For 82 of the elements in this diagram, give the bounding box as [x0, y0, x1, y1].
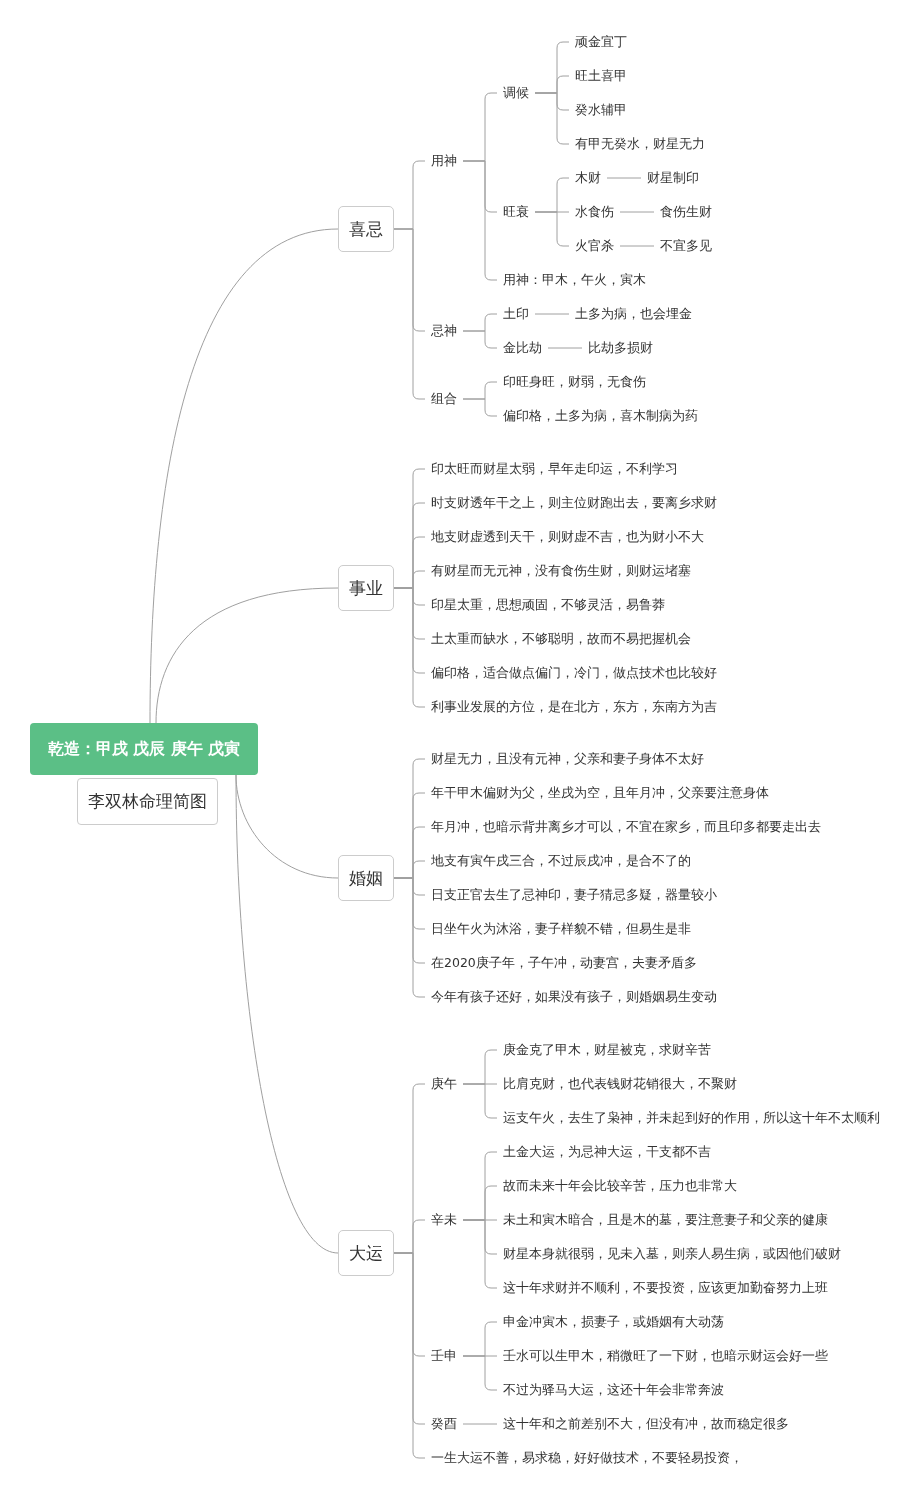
branch-text: 日支正官去生了忌神印，妻子猜忌多疑，器量较小 — [425, 886, 723, 904]
connector-line — [462, 330, 498, 349]
branch-text: 金比劫 — [497, 339, 548, 357]
branch-text: 组合 — [425, 390, 463, 408]
branch-text: 土金大运，为忌神大运，干支都不吉 — [497, 1143, 717, 1161]
connector-line — [606, 177, 642, 179]
connector-line — [462, 1219, 498, 1289]
branch-text: 食伤生财 — [654, 203, 718, 221]
branch-text: 火官杀 — [569, 237, 620, 255]
connector-line — [155, 587, 339, 724]
branch-text: 偏印格，土多为病，喜木制病为药 — [497, 407, 704, 425]
connector-line — [393, 587, 426, 708]
topic-box: 事业 — [338, 565, 394, 611]
branch-text: 癸水辅甲 — [569, 101, 633, 119]
branch-text: 旺衰 — [497, 203, 535, 221]
branch-text: 这十年求财并不顺利，不要投资，应该更加勤奋努力上班 — [497, 1279, 834, 1297]
connector-line — [462, 398, 498, 417]
branch-text: 日坐午火为沐浴，妻子样貌不错，但易生是非 — [425, 920, 697, 938]
branch-text: 庚午 — [425, 1075, 463, 1093]
branch-text: 旺土喜甲 — [569, 67, 633, 85]
branch-text: 比肩克财，也代表钱财花销很大，不聚财 — [497, 1075, 743, 1093]
branch-text: 用神 — [425, 152, 463, 170]
branch-text: 比劫多损财 — [582, 339, 659, 357]
branch-text: 有甲无癸水，财星无力 — [569, 135, 711, 153]
connector-line — [235, 774, 339, 1254]
branch-text: 忌神 — [425, 322, 463, 340]
branch-text: 壬申 — [425, 1347, 463, 1365]
connector-line — [534, 92, 570, 145]
branch-text: 顽金宜丁 — [569, 33, 633, 51]
branch-text: 庚金克了甲木，财星被克，求财辛苦 — [497, 1041, 717, 1059]
branch-text: 癸酉 — [425, 1415, 463, 1433]
branch-text: 财星制印 — [641, 169, 705, 187]
connector-line — [462, 1423, 498, 1425]
topic-box: 喜忌 — [338, 206, 394, 252]
topic-box: 婚姻 — [338, 855, 394, 901]
branch-text: 时支财透年干之上，则主位财跑出去，要离乡求财 — [425, 494, 723, 512]
branch-text: 土太重而缺水，不够聪明，故而不易把握机会 — [425, 630, 697, 648]
connector-line — [462, 1083, 498, 1119]
branch-text: 这十年和之前差别不大，但没有冲，故而稳定很多 — [497, 1415, 795, 1433]
branch-text: 壬水可以生甲木，稍微旺了一下财，也暗示财运会好一些 — [497, 1347, 834, 1365]
branch-text: 财星本身就很弱，见未入墓，则亲人易生病，或因他们破财 — [497, 1245, 847, 1263]
branch-text: 有财星而无元神，没有食伤生财，则财运堵塞 — [425, 562, 697, 580]
branch-text: 调候 — [497, 84, 535, 102]
branch-text: 用神：甲木，午火，寅木 — [497, 271, 652, 289]
topic-box: 大运 — [338, 1230, 394, 1276]
connector-line — [619, 211, 655, 213]
connector-line — [393, 877, 426, 998]
branch-text: 不宜多见 — [654, 237, 718, 255]
branch-text: 印旺身旺，财弱，无食伤 — [497, 373, 652, 391]
branch-text: 偏印格，适合做点偏门，冷门，做点技术也比较好 — [425, 664, 723, 682]
branch-text: 辛未 — [425, 1211, 463, 1229]
branch-text: 一生大运不善，易求稳，好好做技术，不要轻易投资， — [425, 1449, 749, 1467]
branch-text: 印太旺而财星太弱，早年走印运，不利学习 — [425, 460, 684, 478]
branch-text: 年干甲木偏财为父，坐戌为空，且年月冲，父亲要注意身体 — [425, 784, 775, 802]
branch-text: 今年有孩子还好，如果没有孩子，则婚姻易生变动 — [425, 988, 723, 1006]
connector-line — [619, 245, 655, 247]
branch-text: 土多为病，也会埋金 — [569, 305, 698, 323]
branch-text: 财星无力，且没有元神，父亲和妻子身体不太好 — [425, 750, 710, 768]
connector-line — [149, 228, 339, 724]
subtitle-box: 李双林命理简图 — [77, 778, 218, 825]
branch-text: 利事业发展的方位，是在北方，东方，东南方为吉 — [425, 698, 723, 716]
root-box: 乾造：甲戌 戊辰 庚午 戊寅 — [30, 723, 258, 775]
connector-line — [547, 347, 583, 349]
branch-text: 故而未来十年会比较辛苦，压力也非常大 — [497, 1177, 743, 1195]
branch-text: 不过为驿马大运，这还十年会非常奔波 — [497, 1381, 730, 1399]
branch-text: 地支有寅午戌三合，不过辰戌冲，是合不了的 — [425, 852, 697, 870]
connector-line — [393, 1252, 426, 1459]
branch-text: 未土和寅木暗合，且是木的墓，要注意妻子和父亲的健康 — [497, 1211, 834, 1229]
branch-text: 土印 — [497, 305, 535, 323]
connector-line — [534, 211, 570, 247]
branch-text: 地支财虚透到天干，则财虚不吉，也为财小不大 — [425, 528, 710, 546]
branch-text: 运支午火，去生了枭神，并未起到好的作用，所以这十年不太顺利 — [497, 1109, 886, 1127]
connector-line — [462, 1355, 498, 1391]
branch-text: 水食伤 — [569, 203, 620, 221]
connector-line — [462, 160, 498, 281]
branch-text: 申金冲寅木，损妻子，或婚姻有大动荡 — [497, 1313, 730, 1331]
branch-text: 木财 — [569, 169, 607, 187]
connector-line — [534, 313, 570, 315]
connector-line — [393, 228, 426, 400]
branch-text: 在2020庚子年，子午冲，动妻宫，夫妻矛盾多 — [425, 954, 703, 972]
branch-text: 年月冲，也暗示背井离乡才可以，不宜在家乡，而且印多都要走出去 — [425, 818, 827, 836]
branch-text: 印星太重，思想顽固，不够灵活，易鲁莽 — [425, 596, 671, 614]
